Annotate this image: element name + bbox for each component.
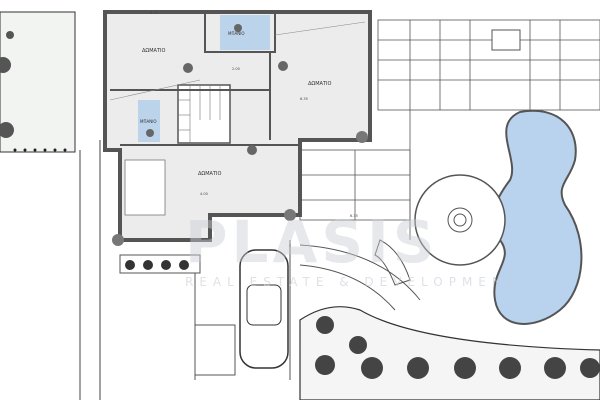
dimension-label: 6.35	[150, 11, 158, 15]
garden-bottom	[299, 306, 600, 400]
room-label: ΜΠΑΝΙΟ	[228, 31, 245, 36]
room-label: ΔΩΜΑΤΙΟ	[142, 48, 166, 54]
round-terrace	[414, 174, 506, 266]
swimming-pool	[491, 109, 583, 325]
bathroom-tiles-2	[138, 100, 160, 142]
car	[239, 249, 289, 369]
terrace-grid	[299, 19, 600, 240]
room-label: ΔΩΜΑΤΙΟ	[308, 81, 332, 87]
hedge-dots	[13, 148, 67, 152]
room-label: ΔΩΜΑΤΙΟ	[198, 171, 222, 177]
columns	[112, 131, 368, 246]
dimension-label: 2.00	[232, 67, 240, 71]
dimension-label: 6.35	[300, 97, 308, 101]
watermark-tagline: REAL ESTATE & DEVELOPMENT	[185, 275, 520, 289]
dimension-label: 6.35	[350, 214, 358, 218]
staircase	[177, 84, 231, 144]
bathroom-tiles	[220, 15, 270, 50]
shrubs-row	[125, 260, 189, 270]
room-label: ΜΠΑΝΙΟ	[140, 119, 157, 124]
garden-trees-bottom	[315, 316, 600, 379]
garden-trees	[0, 31, 14, 138]
house-walls	[103, 10, 372, 242]
watermark-brand: PLASIS	[185, 208, 438, 276]
dimension-label: 4.00	[200, 192, 208, 196]
bed	[124, 159, 166, 216]
